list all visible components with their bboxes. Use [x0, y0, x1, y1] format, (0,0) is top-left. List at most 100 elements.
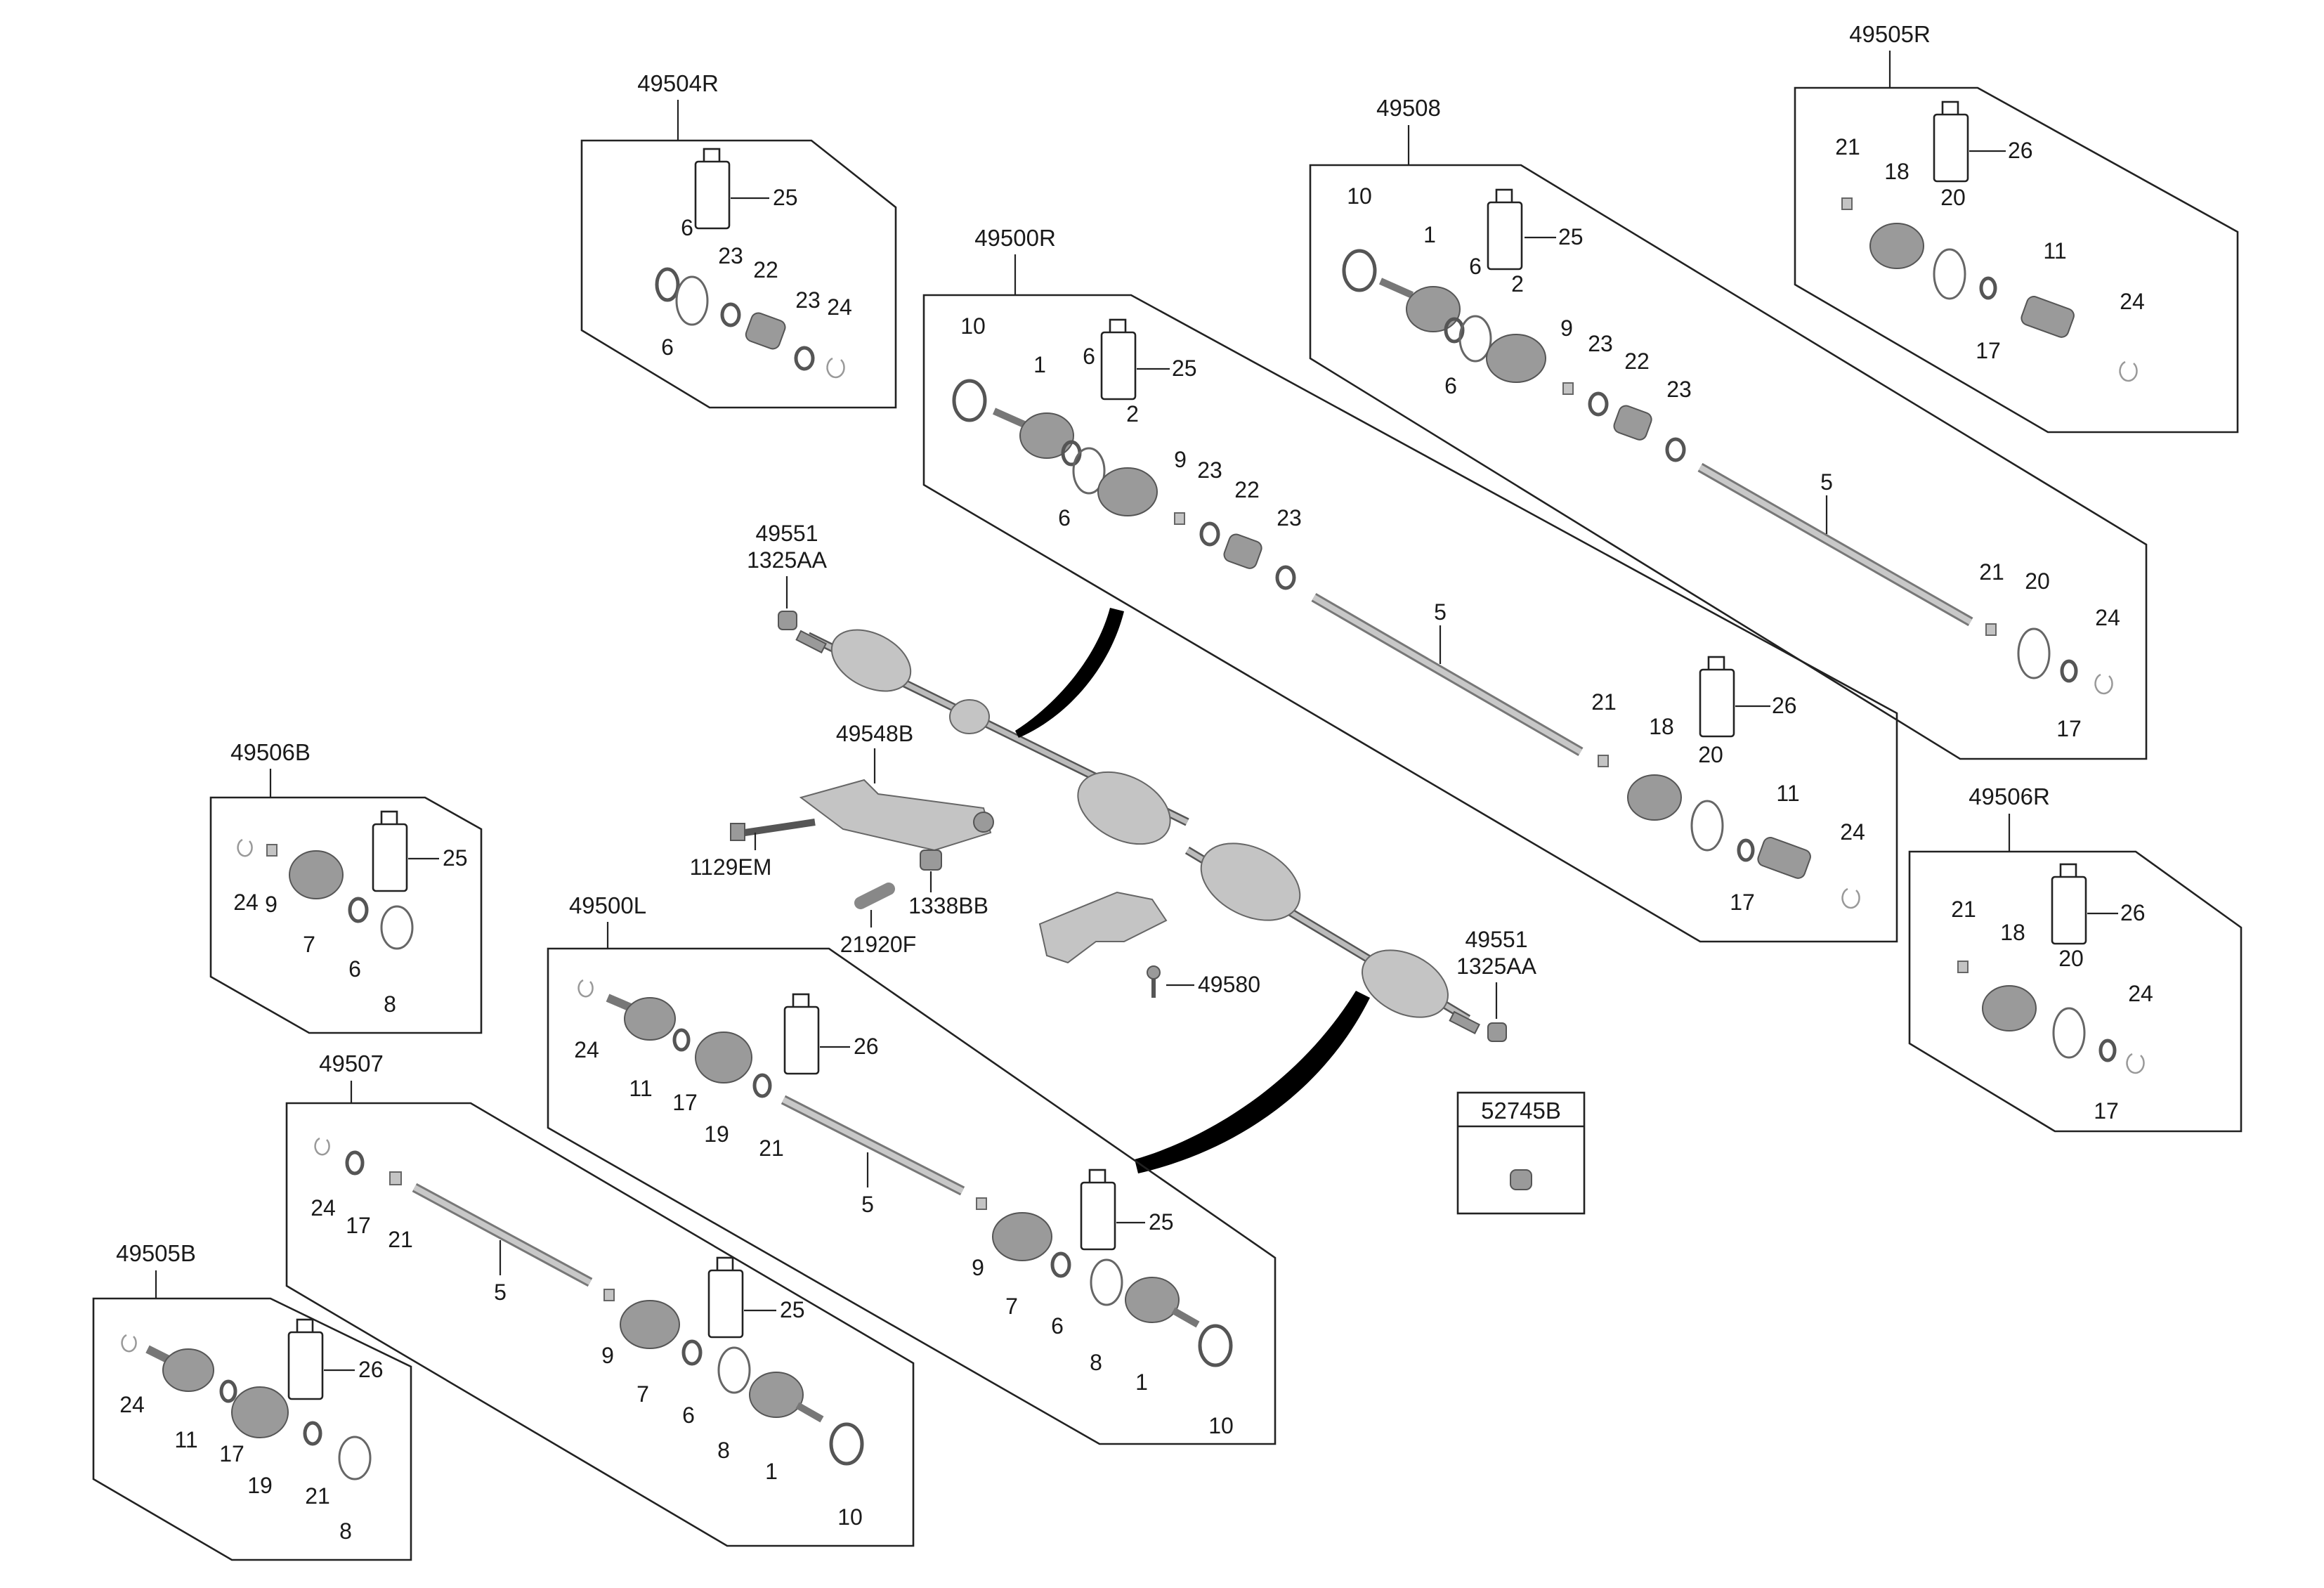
circlip-icon — [1174, 512, 1185, 525]
grease-bottle-icon — [1699, 656, 1735, 738]
seal-ring-icon — [219, 1379, 237, 1403]
callout-6: 6 — [661, 334, 674, 360]
bearing-bracket-icon — [730, 779, 994, 909]
callout-1: 1 — [765, 1459, 778, 1484]
group-title-49500L: 49500L — [569, 892, 646, 918]
circlip-icon — [1985, 623, 1997, 636]
cv-joint-icon — [162, 1348, 214, 1392]
callout-23: 23 — [795, 287, 821, 313]
seal-ring-icon — [348, 897, 369, 923]
callout-21: 21 — [1835, 134, 1860, 160]
cv-boot-icon — [695, 1031, 752, 1083]
callout-23: 23 — [1277, 505, 1302, 531]
callout-8: 8 — [384, 991, 396, 1017]
callout-9: 9 — [1560, 315, 1573, 341]
grease-bottle-icon — [694, 148, 731, 230]
callout-24: 24 — [2128, 981, 2153, 1006]
label-21920F: 21920F — [840, 932, 917, 957]
axle-nut-icon — [1487, 1022, 1507, 1042]
axle-nut-icon — [1510, 1169, 1532, 1190]
group-49505B: 49505B 24 11 17 19 26 21 8 — [92, 1240, 412, 1561]
seal-ring-icon — [338, 1436, 372, 1480]
callout-8: 8 — [339, 1518, 352, 1544]
cv-boot-icon — [1982, 985, 2037, 1031]
callout-20: 20 — [2025, 568, 2050, 594]
callout-7: 7 — [303, 932, 315, 957]
callout-5: 5 — [861, 1192, 874, 1217]
seal-ring-icon — [1342, 249, 1377, 292]
label-1129EM: 1129EM — [690, 854, 772, 880]
label-1325AA-bottom: 1325AA — [1456, 954, 1537, 979]
callout-23: 23 — [1666, 377, 1692, 402]
callout-21: 21 — [388, 1227, 413, 1252]
callout-1: 1 — [1135, 1369, 1148, 1395]
seal-ring-icon — [1933, 248, 1966, 300]
callout-24: 24 — [2095, 605, 2120, 630]
callout-6: 6 — [1444, 373, 1457, 398]
shaft-bar-icon — [781, 1095, 965, 1196]
callout-2: 2 — [1511, 271, 1524, 297]
black-arrow-lower — [1135, 991, 1370, 1173]
circlip-icon — [1841, 197, 1853, 210]
callout-17: 17 — [2056, 716, 2082, 741]
group-49508: 49508 10 1 6 6 25 2 9 23 22 23 5 2 — [1309, 95, 2148, 760]
callout-1: 1 — [1423, 222, 1436, 247]
seal-ring-icon — [1275, 565, 1296, 590]
label-49551-bottom: 49551 — [1465, 927, 1528, 952]
callout-5: 5 — [494, 1280, 507, 1305]
callout-26: 26 — [2008, 138, 2033, 163]
callout-9: 9 — [972, 1255, 984, 1280]
shaft-bar-icon — [412, 1183, 593, 1287]
circlip-icon — [577, 979, 594, 998]
callout-10: 10 — [1208, 1413, 1234, 1438]
grease-bottle-icon — [1933, 100, 1969, 183]
seal-ring-icon — [2052, 1007, 2086, 1059]
axle-nut-icon — [778, 611, 797, 630]
black-arrow-upper — [1015, 608, 1124, 738]
cv-boot-icon — [1869, 223, 1924, 269]
cv-joint-icon — [2021, 296, 2075, 338]
seal-ring-icon — [345, 1150, 365, 1176]
cv-joint-icon — [624, 997, 676, 1041]
callout-11: 11 — [174, 1427, 197, 1452]
cv-boot-icon — [1627, 774, 1682, 821]
callout-21: 21 — [305, 1483, 330, 1509]
callout-17: 17 — [1976, 338, 2001, 363]
seal-ring-icon — [1979, 276, 1997, 300]
group-49500L: 49500L 24 11 17 19 21 26 5 9 7 6 — [547, 892, 1277, 1445]
circlip-icon — [826, 357, 845, 379]
callout-26: 26 — [854, 1034, 879, 1059]
group-49506R: 49506R 21 18 26 20 17 24 — [1908, 783, 2243, 1133]
callout-26: 26 — [358, 1357, 384, 1382]
seal-ring-icon — [303, 1421, 322, 1446]
callout-23: 23 — [1588, 331, 1613, 356]
label-49551-top: 49551 — [756, 521, 818, 546]
seal-ring-icon — [2060, 659, 2078, 683]
callout-25: 25 — [1558, 224, 1584, 249]
grease-bottle-icon — [783, 993, 820, 1075]
group-49505R: 49505R 21 18 26 20 17 11 24 — [1794, 21, 2239, 434]
callout-6: 6 — [1058, 505, 1071, 531]
group-title-49508: 49508 — [1376, 95, 1441, 121]
circlip-icon — [314, 1137, 330, 1156]
grease-bottle-icon — [707, 1256, 744, 1339]
heat-shield-icon — [1038, 891, 1168, 998]
callout-11: 11 — [2043, 238, 2066, 263]
seal-ring-icon — [380, 905, 414, 950]
callout-17: 17 — [672, 1090, 698, 1115]
callout-23: 23 — [1197, 457, 1222, 483]
seal-ring-icon — [1050, 1251, 1071, 1278]
cv-joint-icon — [1757, 837, 1811, 879]
callout-23: 23 — [718, 243, 743, 268]
callout-24: 24 — [1840, 819, 1865, 845]
seal-ring-icon — [1090, 1258, 1123, 1306]
group-49506B: 49506B 24 9 7 6 25 8 — [209, 739, 483, 1034]
callout-7: 7 — [637, 1381, 649, 1407]
cv-joint-icon — [1125, 1277, 1180, 1323]
callout-19: 19 — [247, 1473, 273, 1498]
callout-21: 21 — [1591, 689, 1617, 715]
group-52745B: 52745B — [1456, 1091, 1586, 1215]
seal-ring-icon — [952, 379, 987, 422]
cv-joint-icon — [1406, 286, 1461, 332]
